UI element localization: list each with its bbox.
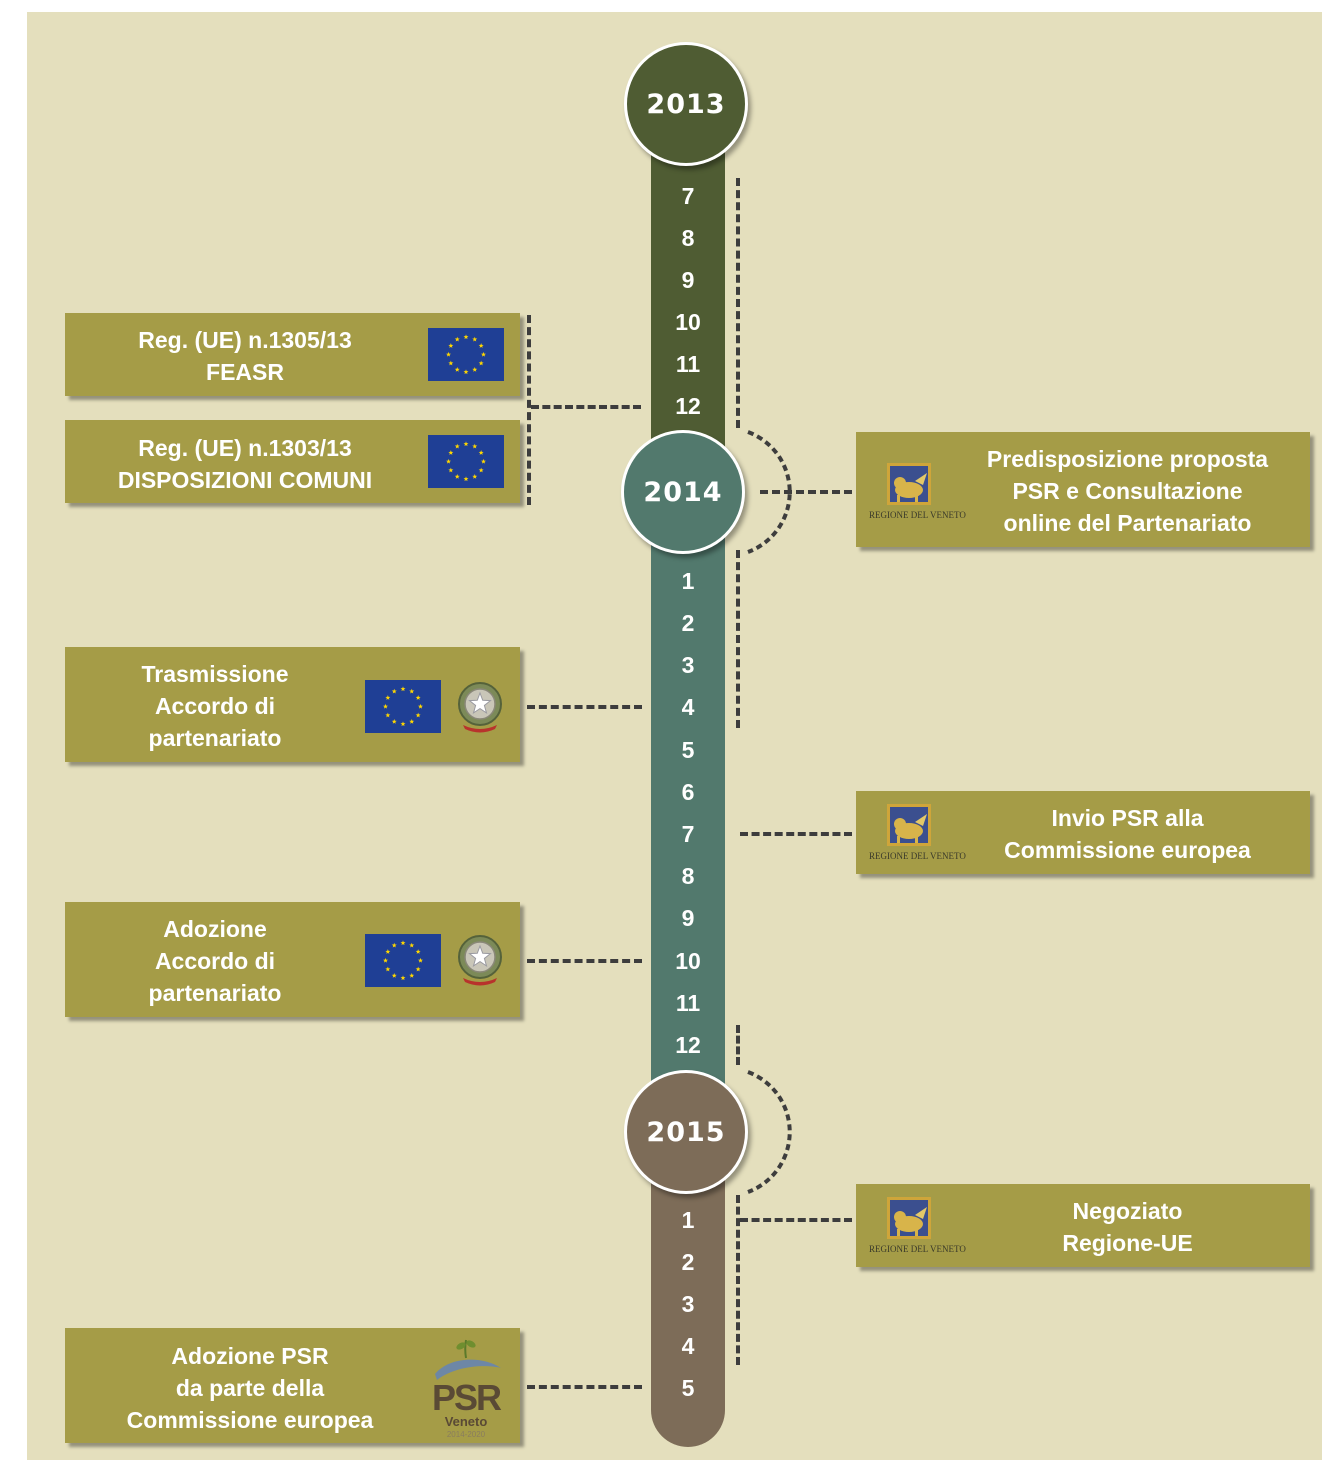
event-box-trasmissione <box>65 647 520 762</box>
event-text-negoziato: Negoziato Regione-UE <box>1062 1198 1193 1256</box>
event-box-negoziato <box>856 1184 1310 1267</box>
event-text-invio: Invio PSR alla Commissione europea <box>1004 805 1251 863</box>
veneto-caption: REGIONE DEL VENETO <box>869 1244 966 1254</box>
connector-regulations <box>531 405 641 409</box>
month-label-2014: 4 <box>681 694 695 720</box>
month-label-2015: 4 <box>681 1333 695 1359</box>
svg-text:Veneto: Veneto <box>445 1414 488 1429</box>
month-label-2014: 3 <box>681 652 695 678</box>
month-label-2015: 3 <box>681 1291 695 1317</box>
month-label-2014: 1 <box>681 568 695 594</box>
year-2014-circle: 2014 <box>621 430 745 554</box>
year-2013-circle: 2013 <box>624 42 748 166</box>
connector-trasmissione <box>527 705 642 709</box>
italian-emblem-icon <box>458 935 502 986</box>
svg-text:PSR: PSR <box>432 1377 502 1418</box>
month-label-2015: 5 <box>681 1375 695 1401</box>
connector-predisposizione <box>760 490 852 494</box>
timeline-spine-2014 <box>651 500 725 1100</box>
veneto-lion-icon <box>887 463 931 505</box>
month-label-2013: 8 <box>681 225 695 251</box>
bracket-regulations <box>527 315 531 505</box>
month-label-2013: 10 <box>675 309 701 335</box>
month-label-2013: 12 <box>675 393 701 419</box>
event-box-invio <box>856 791 1310 874</box>
month-label-2014: 11 <box>675 990 701 1016</box>
month-label-2014: 10 <box>675 948 701 974</box>
eu-flag-icon <box>428 328 504 381</box>
event-text-trasmissione: Trasmissione Accordo di partenariato <box>141 661 289 751</box>
year-2015-circle: 2015 <box>624 1070 748 1194</box>
event-box-adozione-psr <box>65 1328 520 1443</box>
bracket-2013-right <box>736 178 740 428</box>
eu-flag-icon <box>365 680 441 733</box>
italian-emblem-icon <box>458 682 502 733</box>
month-label-2013: 11 <box>675 351 701 377</box>
event-text-reg-1305: Reg. (UE) n.1305/13 FEASR <box>138 327 352 385</box>
eu-flag-icon <box>365 934 441 987</box>
month-label-2014: 5 <box>681 737 695 763</box>
event-text-adozione-accordo: Adozione Accordo di partenariato <box>148 916 282 1006</box>
timeline-spine-2015 <box>651 1150 725 1447</box>
month-label-2014: 7 <box>681 821 695 847</box>
veneto-lion-icon <box>887 804 931 846</box>
event-box-adozione-accordo <box>65 902 520 1017</box>
veneto-lion-icon <box>887 1197 931 1239</box>
month-label-2014: 2 <box>681 610 695 636</box>
timeline-spine-2013 <box>651 150 725 450</box>
month-label-2014: 12 <box>675 1032 701 1058</box>
event-text-adozione-psr: Adozione PSR da parte della Commissione … <box>126 1343 374 1433</box>
month-label-2015: 1 <box>681 1207 695 1233</box>
event-box-predisposizione <box>856 432 1310 547</box>
psr-veneto-logo: PSR Veneto 2014-2020 <box>432 1339 504 1439</box>
month-label-2014: 6 <box>681 779 695 805</box>
month-label-2013: 9 <box>681 267 695 293</box>
connector-adozione-psr <box>527 1385 642 1389</box>
eu-flag-icon <box>428 435 504 488</box>
svg-text:2014-2020: 2014-2020 <box>447 1430 486 1439</box>
connector-negoziato <box>740 1218 852 1222</box>
month-label-2014: 8 <box>681 863 695 889</box>
event-text-predisposizione: Predisposizione proposta PSR e Consultaz… <box>986 446 1269 536</box>
month-label-2014: 9 <box>681 905 695 931</box>
bracket-2015-right <box>736 1195 740 1365</box>
connector-invio <box>740 832 852 836</box>
event-text-reg-1303: Reg. (UE) n.1303/13 DISPOSIZIONI COMUNI <box>117 435 373 493</box>
veneto-caption: REGIONE DEL VENETO <box>869 510 966 520</box>
month-label-2015: 2 <box>681 1249 695 1275</box>
connector-adozione-accordo <box>527 959 642 963</box>
bracket-2014-end-right <box>736 1025 740 1065</box>
bracket-2014-right <box>736 550 740 728</box>
veneto-caption: REGIONE DEL VENETO <box>869 851 966 861</box>
month-label-2013: 7 <box>681 183 695 209</box>
